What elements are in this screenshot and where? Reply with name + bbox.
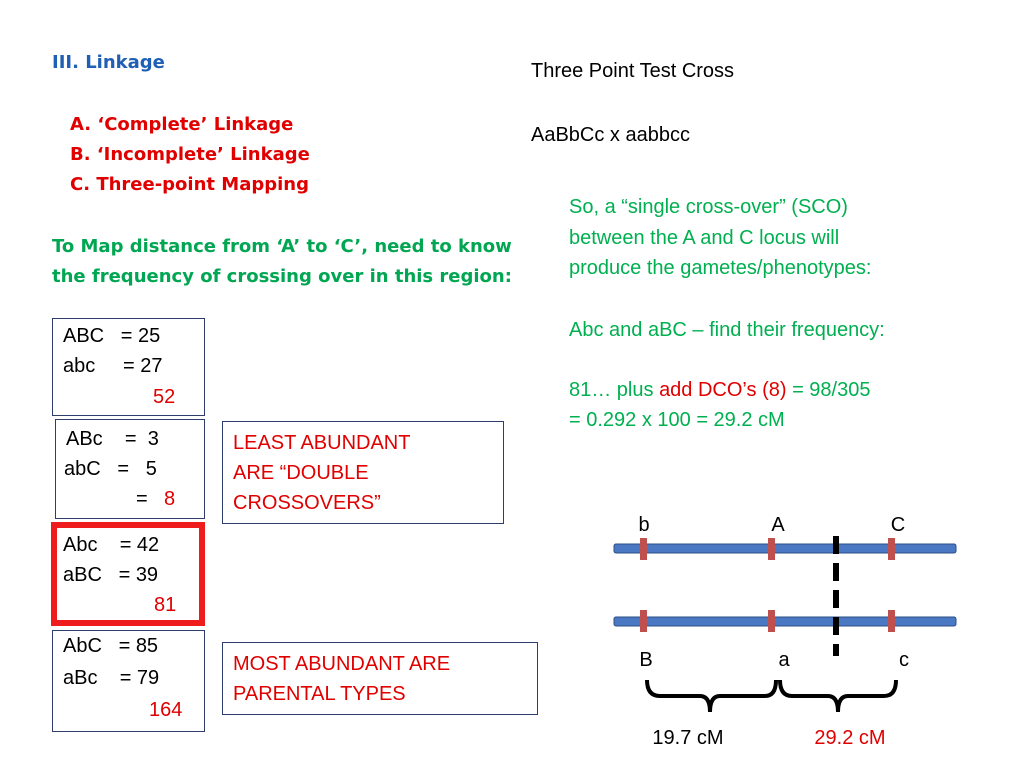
- explanation-line-5-dco: add DCO’s (8): [659, 379, 787, 401]
- section-heading: III. Linkage: [52, 52, 165, 73]
- prompt-line-2: the frequency of crossing over in this r…: [52, 266, 512, 287]
- locus-a-top: [768, 538, 775, 560]
- class-row: abc = 27: [63, 355, 163, 377]
- locus-a-bottom: [768, 610, 775, 632]
- class-box-sco-highlight: Abc = 42 aBC = 39 81: [51, 522, 205, 626]
- explanation-line-5-post: = 98/305: [786, 379, 871, 401]
- class-sum: 52: [153, 386, 176, 408]
- prompt-line-1: To Map distance from ‘A’ to ‘C’, need to…: [52, 236, 512, 257]
- brace-right: [778, 679, 898, 713]
- note-line: MOST ABUNDANT ARE: [233, 653, 451, 675]
- explanation-line-1: So, a “single cross-over” (SCO): [569, 196, 848, 218]
- cross-equation: AaBbCc x aabbcc: [531, 124, 690, 146]
- explanation-line-6: = 0.292 x 100 = 29.2 cM: [569, 409, 785, 431]
- chromosome-map: b A C B a c 19.7 cM 29.2 cM: [613, 514, 957, 749]
- class-row: Abc = 42: [63, 534, 160, 556]
- locus-b-top: [640, 538, 647, 560]
- locus-c-bottom: [888, 610, 895, 632]
- cross-title: Three Point Test Cross: [531, 60, 735, 82]
- class-row: AbC = 85: [63, 635, 159, 657]
- class-box-dco: ABc = 3 abC = 5 = 8: [55, 419, 205, 519]
- chromosome-top: [613, 543, 957, 554]
- chromosome-bottom: [613, 616, 957, 627]
- least-abundant-note: LEAST ABUNDANT ARE “DOUBLE CROSSOVERS”: [222, 421, 504, 524]
- distance-b-a: 19.7 cM: [652, 727, 723, 749]
- class-sum: 81: [154, 594, 177, 616]
- outline-item-three-point: C. Three-point Mapping: [70, 174, 309, 195]
- note-line: CROSSOVERS”: [233, 492, 381, 514]
- explanation-line-3: produce the gametes/phenotypes:: [569, 257, 872, 279]
- class-row: aBC = 39: [63, 564, 159, 586]
- explanation-line-5-pre: 81… plus: [569, 379, 660, 401]
- class-sum: 164: [149, 699, 183, 721]
- class-row: aBc = 79: [63, 667, 160, 689]
- label-top-c: C: [891, 514, 905, 536]
- note-line: PARENTAL TYPES: [233, 683, 406, 705]
- brace-left: [645, 679, 778, 713]
- label-top-a: A: [771, 514, 785, 536]
- distance-a-c: 29.2 cM: [814, 727, 885, 749]
- class-row: ABc = 3: [66, 428, 159, 450]
- outline-item-incomplete: B. ‘Incomplete’ Linkage: [70, 144, 310, 165]
- class-sum: 8: [164, 488, 176, 510]
- locus-c-top: [888, 538, 895, 560]
- label-bottom-c: c: [899, 649, 909, 671]
- note-line: ARE “DOUBLE: [233, 462, 369, 484]
- class-row: ABC = 25: [63, 325, 161, 347]
- class-row: abC = 5: [64, 458, 157, 480]
- outline-item-complete: A. ‘Complete’ Linkage: [70, 114, 294, 135]
- explanation-line-4: Abc and aBC – find their frequency:: [569, 319, 885, 341]
- explanation-line-2: between the A and C locus will: [569, 227, 840, 249]
- class-sum-prefix: =: [136, 488, 148, 510]
- label-top-b: b: [638, 514, 649, 536]
- note-line: LEAST ABUNDANT: [233, 432, 411, 454]
- class-box-parental-abc: ABC = 25 abc = 27 52: [52, 318, 205, 416]
- locus-b-bottom: [640, 610, 647, 632]
- label-bottom-a: a: [778, 649, 790, 671]
- label-bottom-b: B: [639, 649, 652, 671]
- most-abundant-note: MOST ABUNDANT ARE PARENTAL TYPES: [222, 642, 538, 715]
- explanation-line-5: 81… plus add DCO’s (8) = 98/305: [569, 379, 870, 402]
- class-box-parental-abc-2: AbC = 85 aBc = 79 164: [52, 630, 205, 732]
